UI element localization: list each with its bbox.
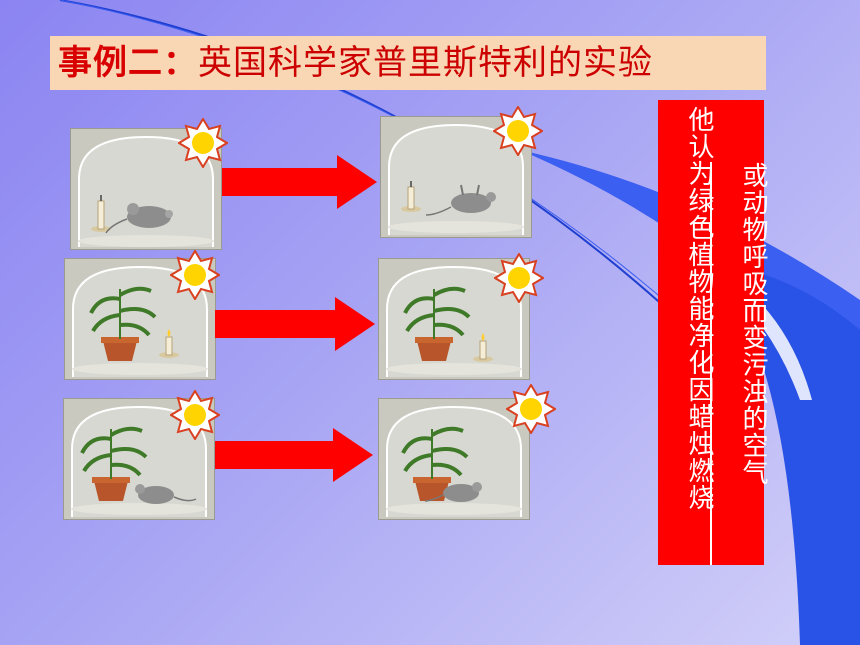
mouse-icon xyxy=(105,203,173,234)
arrow-right-icon xyxy=(215,428,373,482)
mouse-icon xyxy=(135,484,197,504)
sun-icon xyxy=(494,253,544,303)
conclusion-box: 他认为绿色植物能净化因蜡烛燃烧 或动物呼吸而变污浊的空气 xyxy=(658,100,768,565)
sun-icon xyxy=(493,106,543,156)
title-text: 英国科学家普里斯特利的实验 xyxy=(198,43,653,83)
experiment-3-after-panel xyxy=(378,398,530,520)
arrow-right-icon xyxy=(222,155,377,209)
candle-icon xyxy=(401,181,421,212)
sun-icon xyxy=(178,118,228,168)
conclusion-divider xyxy=(710,162,712,565)
sun-icon xyxy=(506,384,556,434)
sun-icon xyxy=(170,250,220,300)
plant-icon xyxy=(403,286,471,361)
candle-icon xyxy=(91,195,111,232)
title-bar: 事例二： 英国科学家普里斯特利的实验 xyxy=(50,36,766,90)
candle-icon xyxy=(473,333,493,362)
candle-icon xyxy=(159,329,179,358)
arrow-right-icon xyxy=(215,297,375,351)
mouse-icon xyxy=(425,184,496,216)
plant-icon xyxy=(89,286,157,361)
conclusion-line-1: 他认为绿色植物能净化因蜡烛燃烧 xyxy=(684,106,714,511)
mouse-icon xyxy=(424,482,482,502)
experiment-2-after-panel xyxy=(378,258,530,380)
plant-icon xyxy=(80,426,148,501)
title-prefix: 事例二： xyxy=(58,43,198,83)
conclusion-line-2: 或动物呼吸而变污浊的空气 xyxy=(738,162,768,486)
sun-icon xyxy=(170,390,220,440)
